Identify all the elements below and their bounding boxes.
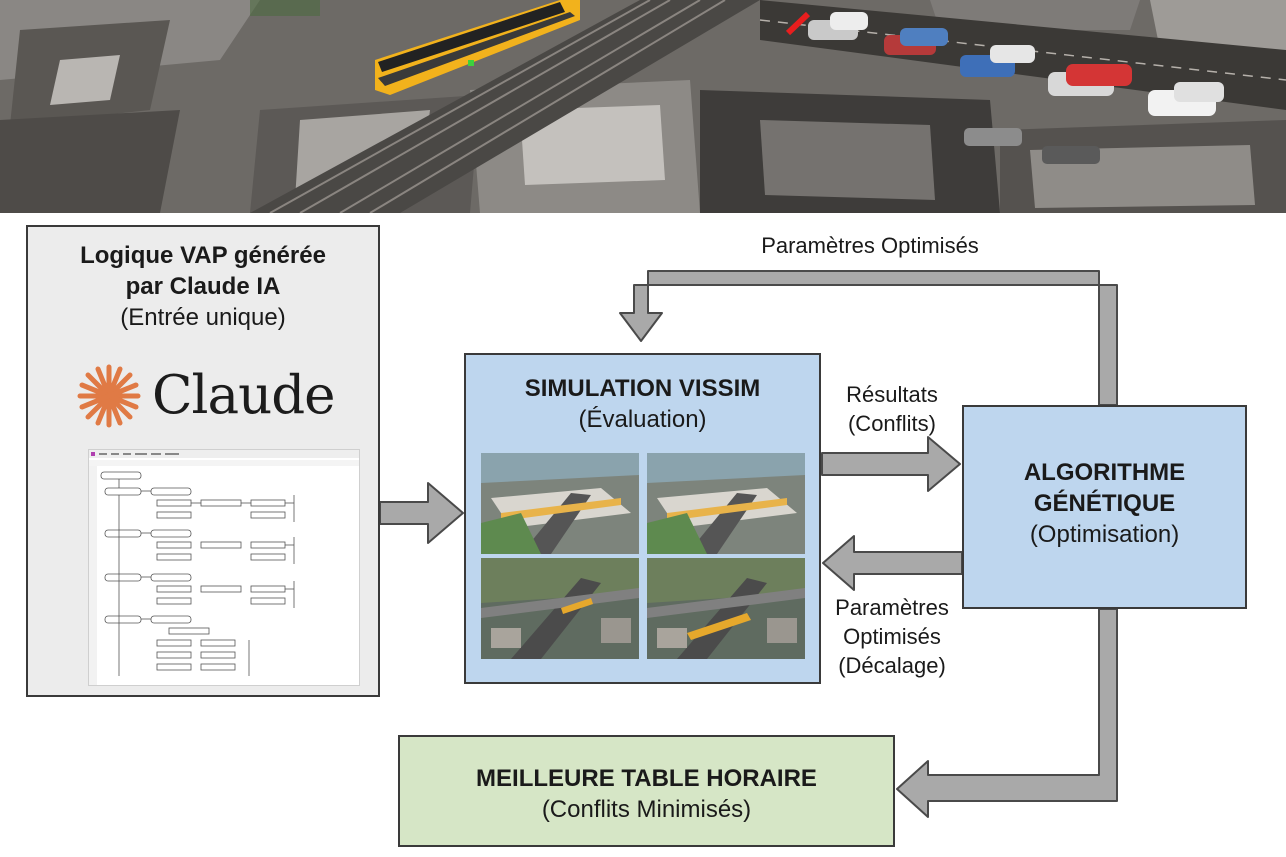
flow-diagram: Logique VAP générée par Claude IA (Entré… [0,213,1286,857]
sim-thumbnail-3 [481,558,639,659]
ga-subtitle: (Optimisation) [1029,521,1180,548]
simulation-thumbnails [481,453,805,659]
best-title: MEILLEURE TABLE HORAIRE [476,765,817,792]
simulation-title: SIMULATION VISSIM [524,375,761,402]
top-loop-arrow [619,270,1118,406]
vap-title-line2: par Claude IA [125,273,281,300]
claude-logo: Claude [76,355,346,437]
simulation-box: SIMULATION VISSIM (Évaluation) [464,353,821,684]
params-label-line2: Optimisés [843,624,941,649]
ga-title-line1: ALGORITHME [1023,459,1186,486]
results-label-line1: Résultats [846,382,938,407]
ga-title-line2: GÉNÉTIQUE [1033,490,1176,517]
simulation-subtitle: (Évaluation) [578,406,707,433]
best-timetable-box: MEILLEURE TABLE HORAIRE (Conflits Minimi… [398,735,895,847]
params-label-line1: Paramètres [835,595,949,620]
vap-subtitle: (Entrée unique) [120,304,286,331]
params-label: Paramètres Optimisés (Décalage) [818,593,966,680]
aerial-tram-photo [0,0,1286,213]
sim-thumbnail-1 [481,453,639,554]
vap-flowchart-screenshot [88,449,360,686]
claude-wordmark: Claude [152,365,336,426]
results-label-line2: (Conflits) [847,411,936,436]
genetic-algorithm-box: ALGORITHME GÉNÉTIQUE (Optimisation) [962,405,1247,609]
top-loop-label: Paramètres Optimisés [761,233,979,258]
output-arrow [896,608,1118,818]
params-arrow [822,535,963,591]
vap-logic-box: Logique VAP générée par Claude IA (Entré… [26,225,380,697]
sim-thumbnail-4 [647,558,805,659]
best-subtitle: (Conflits Minimisés) [541,796,752,823]
claude-star-icon [77,364,141,428]
results-arrow [821,436,961,492]
vap-title-line1: Logique VAP générée [80,242,326,269]
params-label-line3: (Décalage) [838,653,946,678]
sim-thumbnail-2 [647,453,805,554]
input-arrow [379,482,464,544]
results-label: Résultats (Conflits) [822,380,962,438]
arrows-layer [379,270,1118,818]
